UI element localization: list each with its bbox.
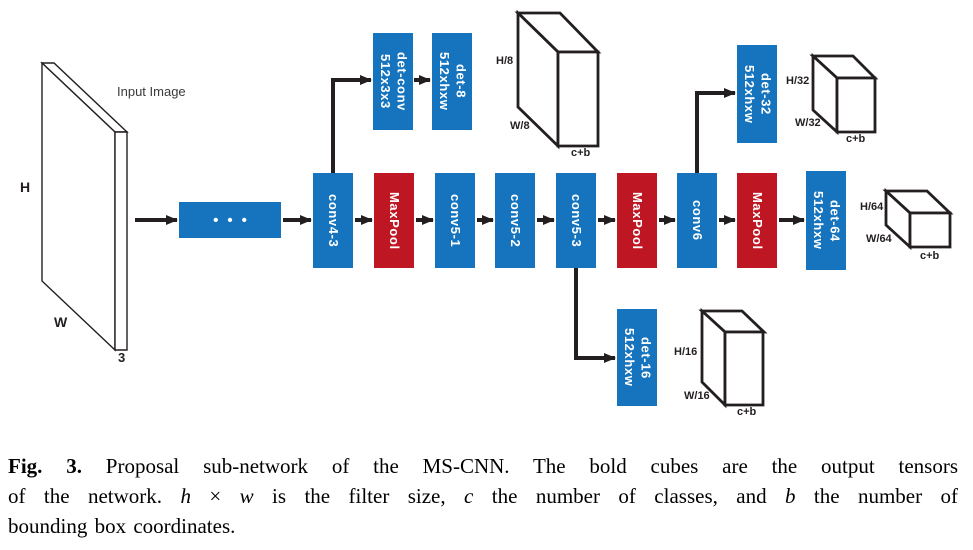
node-label-line2: 512xhxw — [811, 191, 826, 250]
node-label: MaxPool — [387, 191, 403, 250]
node-maxpool-2: MaxPool — [617, 173, 657, 268]
caption-line-1: Fig. 3. Proposal sub-network of the MS-C… — [8, 451, 958, 481]
arrow-conv6-to-det-32 — [695, 88, 736, 174]
node-label-line1: det-16 — [638, 336, 654, 379]
node-label: det-64 512xhxw — [810, 191, 843, 250]
cube64-width-label: W/64 — [866, 233, 892, 245]
flow-arrows — [135, 75, 805, 363]
input-depth-label: 3 — [118, 350, 126, 365]
node-label: det-32 512xhxw — [741, 64, 774, 124]
caption-math-b: b — [785, 484, 796, 508]
caption-text: of the network. — [8, 484, 181, 508]
caption-text: bounding box coordinates. — [8, 514, 236, 538]
figure-caption: Fig. 3. Proposal sub-network of the MS-C… — [8, 451, 958, 541]
node-label-line2: 512x3x3 — [378, 54, 393, 109]
caption-line-2: of the network. h × w is the filter size… — [8, 481, 958, 511]
node-conv4-3: conv4-3 — [313, 173, 353, 268]
input-width-label: W — [54, 314, 68, 330]
output-cube-8 — [514, 9, 602, 150]
ellipsis-dots: ••• — [213, 211, 256, 229]
node-label: conv4-3 — [326, 193, 342, 248]
node-conv5-1: conv5-1 — [435, 173, 475, 268]
node-conv5-3: conv5-3 — [556, 173, 596, 268]
node-maxpool-1: MaxPool — [374, 173, 414, 268]
node-det-32: det-32 512xhxw — [737, 45, 777, 143]
cube8-width-label: W/8 — [510, 120, 530, 132]
caption-math-h: h — [180, 484, 191, 508]
caption-text: the number of classes, and — [473, 484, 785, 508]
input-height-label: H — [20, 179, 31, 195]
caption-line-3: bounding box coordinates. — [8, 511, 958, 541]
node-label: conv6 — [690, 200, 706, 241]
node-label: det-16 512xhxw — [621, 328, 654, 387]
cube16-width-label: W/16 — [684, 390, 710, 402]
node-label: MaxPool — [750, 191, 766, 250]
caption-fig-number: Fig. 3. — [8, 454, 82, 478]
node-label-line2: 512xhxw — [742, 64, 757, 124]
node-hidden-layers: ••• — [179, 202, 281, 238]
input-image-label: Input Image — [117, 84, 186, 99]
node-label-line2: 512xhxw — [437, 52, 452, 111]
node-det-8: det-8 512xhxw — [432, 33, 472, 130]
node-label: conv5-2 — [508, 193, 524, 248]
cube32-height-label: H/32 — [786, 75, 810, 87]
output-cube-16 — [698, 307, 768, 409]
output-cube-32 — [809, 52, 879, 136]
output-cube-64 — [882, 187, 954, 251]
caption-math-w: w — [239, 484, 254, 508]
node-label: det-8 512xhxw — [436, 52, 469, 111]
node-label-line2: 512xhxw — [622, 328, 637, 387]
caption-text: is the filter size, — [253, 484, 465, 508]
node-label-line1: det-64 — [827, 199, 843, 242]
node-det-16: det-16 512xhxw — [617, 309, 657, 406]
cube64-depth-label: c+b — [920, 250, 940, 262]
node-maxpool-3: MaxPool — [737, 173, 777, 268]
node-label: conv5-1 — [448, 193, 464, 248]
node-label-line1: det-32 — [758, 73, 774, 115]
diagram-shapes — [40, 9, 954, 409]
cube8-depth-label: c+b — [571, 147, 591, 159]
cube32-depth-label: c+b — [846, 133, 866, 145]
node-label-line1: det-8 — [453, 64, 469, 99]
caption-text: × — [190, 484, 240, 508]
node-conv5-2: conv5-2 — [495, 173, 535, 268]
input-slab — [40, 61, 129, 352]
cube8-height-label: H/8 — [496, 55, 514, 67]
arrow-conv5-3-to-det-16 — [574, 267, 616, 363]
cube64-height-label: H/64 — [860, 201, 884, 213]
node-label: MaxPool — [630, 191, 646, 250]
node-det-conv: det-conv 512x3x3 — [373, 33, 413, 130]
node-label: conv5-3 — [569, 193, 585, 248]
node-conv6: conv6 — [677, 173, 717, 268]
cube16-height-label: H/16 — [674, 346, 698, 358]
cube32-width-label: W/32 — [795, 117, 821, 129]
cube16-depth-label: c+b — [737, 406, 757, 418]
node-det-64: det-64 512xhxw — [806, 171, 846, 270]
node-label: det-conv 512x3x3 — [377, 52, 410, 111]
arrow-conv4-3-to-detconv — [331, 75, 372, 174]
node-label-line1: det-conv — [394, 52, 410, 111]
caption-text: Proposal sub-network of the MS-CNN. The … — [81, 454, 958, 478]
caption-text: the number of — [795, 484, 959, 508]
caption-math-c: c — [464, 484, 474, 508]
